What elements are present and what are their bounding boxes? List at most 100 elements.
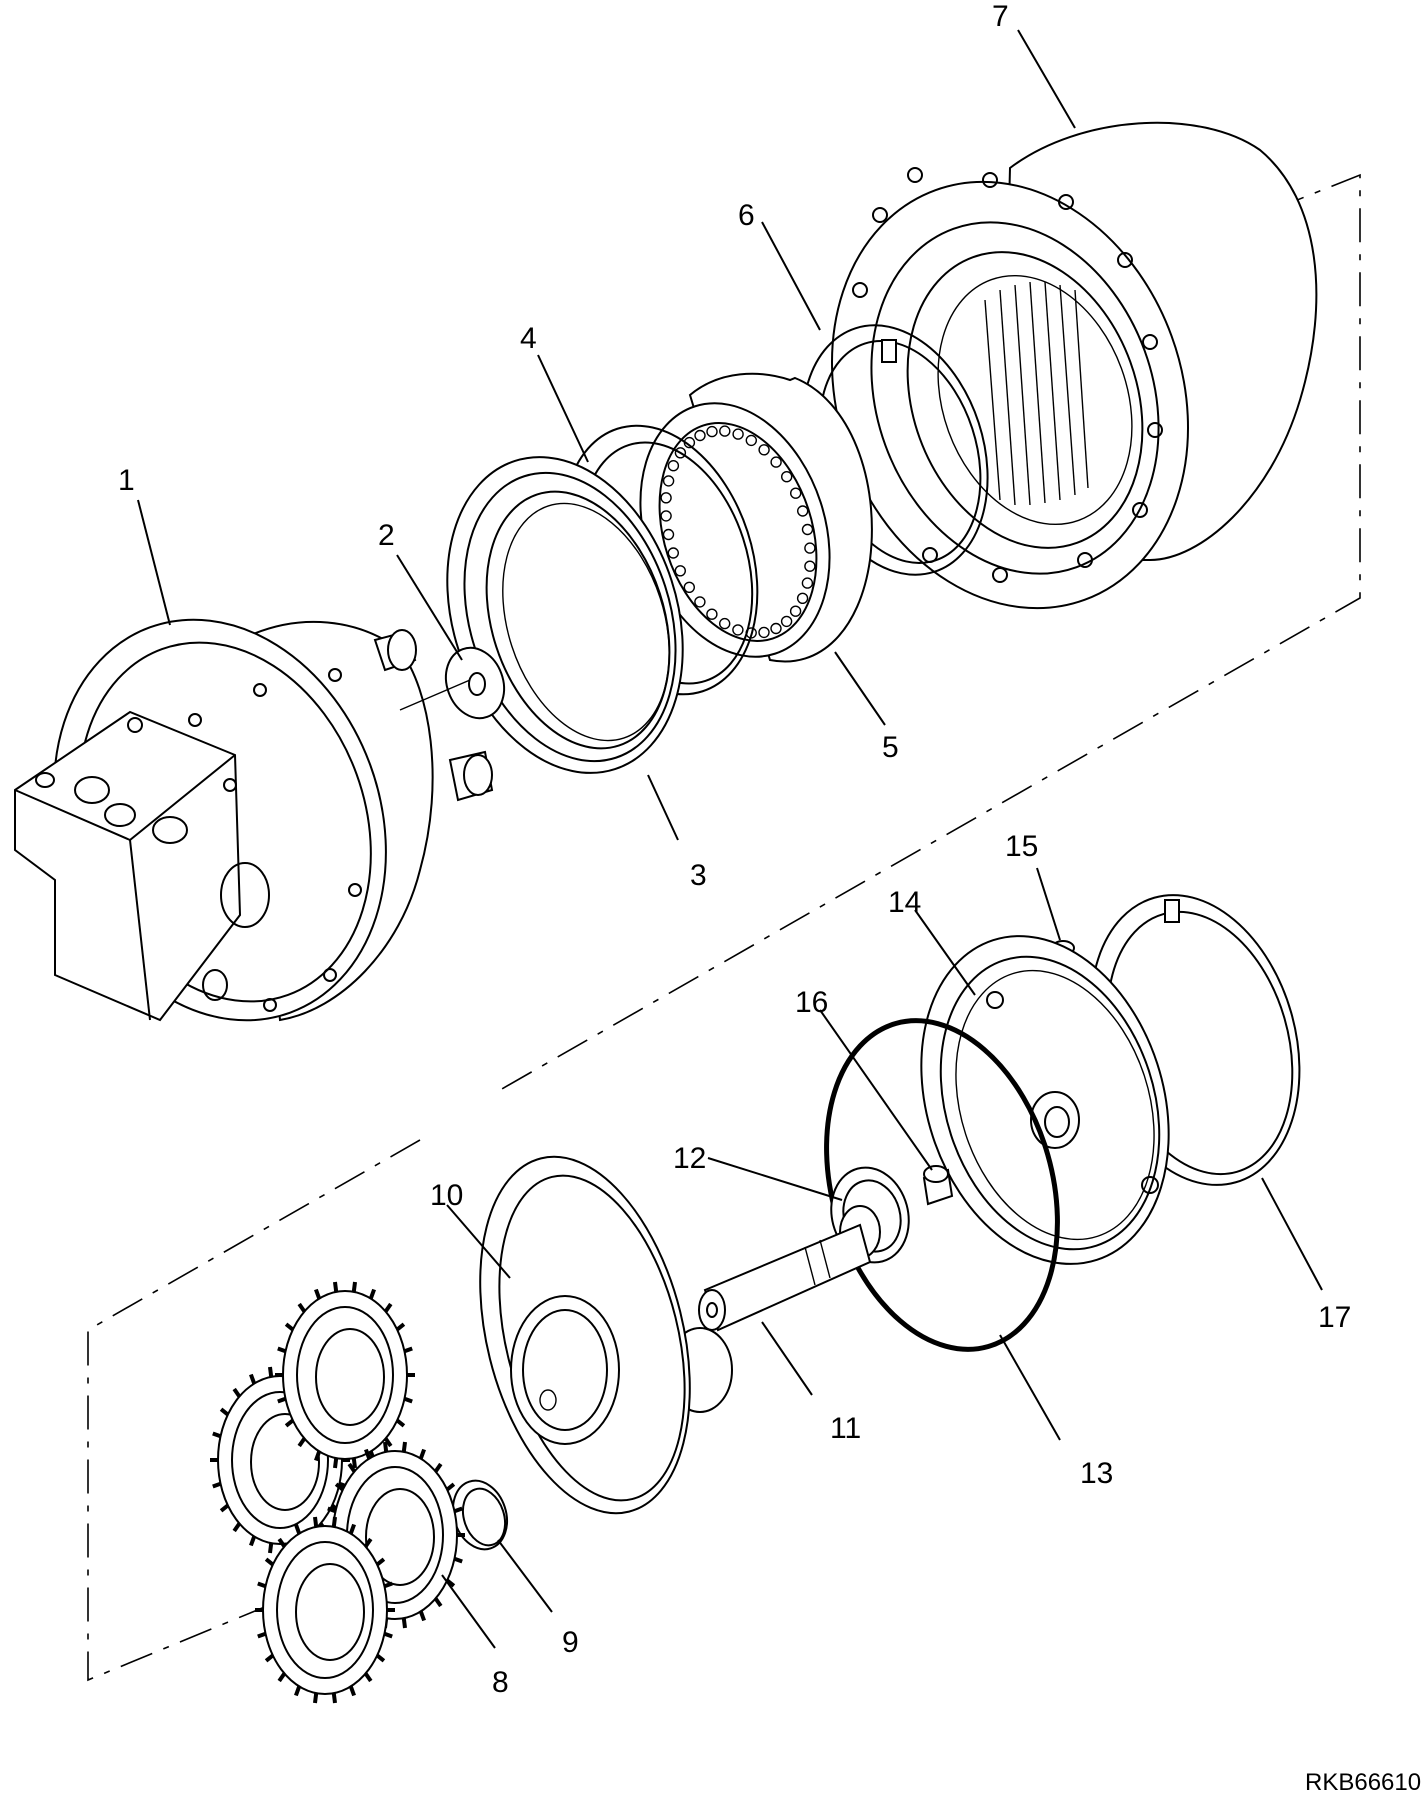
gear-tooth <box>364 1448 372 1460</box>
gear-tooth <box>294 1523 302 1535</box>
gear-tooth <box>277 1672 287 1683</box>
bearing-ball <box>732 428 744 440</box>
part-2-washer <box>444 646 506 720</box>
gear-tooth <box>351 1457 357 1469</box>
bearing-ball <box>796 592 809 604</box>
gear-tooth <box>383 1441 389 1453</box>
bearing-ball <box>683 581 695 593</box>
gear-tooth <box>314 1450 322 1462</box>
leader-lines <box>137 29 1323 1649</box>
callout-9: 9 <box>562 1626 579 1659</box>
bearing-ball <box>780 615 793 628</box>
gear-tooth <box>277 1396 287 1404</box>
bearing-ball <box>804 560 816 572</box>
gear-tooth <box>212 1481 222 1489</box>
bearing-ball <box>770 622 782 635</box>
part-5-bearing <box>639 372 873 663</box>
bearing-ball <box>797 505 809 517</box>
gear-tooth <box>368 1288 376 1300</box>
gear-tooth <box>395 1322 406 1332</box>
bearing-ball <box>706 425 718 438</box>
gear-tooth <box>313 1516 319 1528</box>
gear-tooth <box>219 1407 230 1417</box>
part-16-pin <box>922 1165 954 1206</box>
bearing-ball <box>781 471 793 483</box>
bearing-ball <box>758 444 770 456</box>
callout-16: 16 <box>795 986 828 1019</box>
part-3-floating-seal <box>446 456 684 774</box>
gear-tooth <box>264 1557 275 1567</box>
bearing-ball <box>770 456 782 468</box>
bearing-ball <box>674 447 687 459</box>
callout-5: 5 <box>882 731 899 764</box>
bearing-ball <box>790 487 802 499</box>
gear-tooth <box>453 1506 463 1514</box>
bearing-ball <box>745 434 757 447</box>
gear-tooth <box>334 1482 345 1492</box>
gear-tooth <box>264 1653 275 1663</box>
gear-tooth <box>363 1672 373 1683</box>
callout-14: 14 <box>888 886 921 919</box>
bearing-ball <box>660 492 672 504</box>
callout-labels: 1 2 3 4 5 6 7 8 9 10 11 12 13 14 15 16 1… <box>118 0 1421 1795</box>
gear-tooth <box>268 1542 274 1554</box>
gear-tooth <box>418 1448 426 1460</box>
gear-tooth <box>313 1692 319 1704</box>
bearing-ball <box>804 542 816 554</box>
part-8-planet-gears <box>210 1281 465 1704</box>
bearing-ball <box>801 523 814 536</box>
callout-11: 11 <box>830 1412 861 1445</box>
bearing-ball <box>758 626 770 639</box>
gear-tooth <box>401 1617 407 1629</box>
gear-tooth <box>232 1387 242 1398</box>
gear-tooth <box>314 1288 322 1300</box>
gear-tooth <box>257 1631 267 1639</box>
bearing-ball <box>694 596 706 608</box>
gear-tooth <box>277 1537 287 1548</box>
gear-tooth <box>219 1503 230 1513</box>
gear-tooth <box>383 1631 393 1639</box>
gear-tooth <box>333 1281 339 1293</box>
gear-tooth <box>351 1281 357 1293</box>
callout-17: 17 <box>1318 1301 1351 1334</box>
callout-7: 7 <box>992 0 1009 33</box>
gear-tooth <box>297 1437 307 1448</box>
callout-13: 13 <box>1080 1457 1113 1490</box>
assembly-axis-frame <box>87 173 1361 1682</box>
bearing-ball <box>662 528 675 541</box>
gear-tooth <box>232 1522 242 1533</box>
gear-tooth <box>212 1431 222 1439</box>
gear-tooth <box>249 1373 257 1385</box>
bearing-ball <box>719 617 731 630</box>
bearing-ball <box>706 608 718 620</box>
planet-gear <box>275 1281 415 1469</box>
bearing-ball <box>667 547 679 559</box>
gear-tooth <box>331 1516 337 1528</box>
bearing-ball <box>719 425 731 437</box>
gear-tooth <box>363 1537 373 1548</box>
gear-tooth <box>445 1578 456 1588</box>
bearing-ball <box>667 460 680 472</box>
gear-tooth <box>418 1610 426 1622</box>
gear-tooth <box>433 1462 443 1473</box>
gear-tooth <box>297 1302 307 1313</box>
bearing-ball <box>662 475 675 487</box>
callout-6: 6 <box>738 199 755 232</box>
bearing-ball <box>694 429 706 442</box>
gear-tooth <box>383 1302 393 1313</box>
gear-tooth <box>348 1523 356 1535</box>
gear-tooth <box>327 1506 337 1514</box>
gear-tooth <box>375 1557 386 1567</box>
gear-tooth <box>331 1692 337 1704</box>
gear-tooth <box>395 1418 406 1428</box>
bearing-balls <box>660 425 816 639</box>
gear-tooth <box>403 1396 413 1404</box>
gear-tooth <box>445 1482 456 1492</box>
gear-tooth <box>401 1441 407 1453</box>
gear-tooth <box>277 1346 287 1354</box>
part-1-hydraulic-motor <box>14 618 494 1022</box>
drawing-code: RKB66610 <box>1305 1769 1421 1795</box>
gear-tooth <box>433 1597 443 1608</box>
gear-tooth <box>268 1366 274 1378</box>
bearing-ball <box>789 605 802 617</box>
